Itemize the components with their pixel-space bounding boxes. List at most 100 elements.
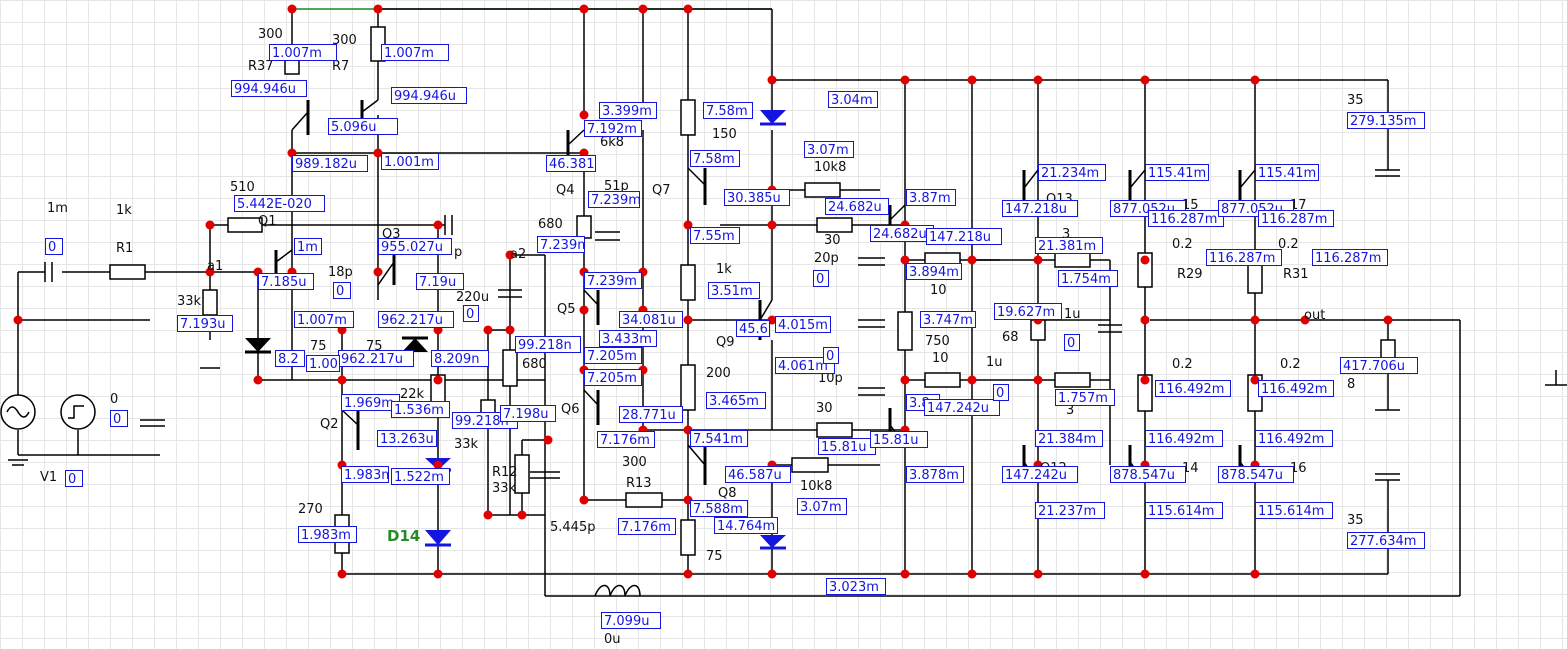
meter-readout[interactable]: 4.015m	[775, 316, 831, 333]
meter-readout[interactable]: 277.634m	[1347, 532, 1425, 549]
meter-readout[interactable]: 7.205m	[584, 347, 642, 364]
meter-readout[interactable]: 1.536m	[391, 401, 450, 418]
meter-readout[interactable]: 7.193u	[177, 315, 233, 332]
meter-readout[interactable]: 116.287m	[1148, 210, 1224, 227]
meter-readout[interactable]: 3.433m	[599, 330, 657, 347]
meter-readout[interactable]: 28.771u	[619, 406, 683, 423]
meter-readout[interactable]: 962.217u	[338, 350, 414, 367]
meter-readout[interactable]: 1.007m	[294, 311, 354, 328]
meter-readout[interactable]: 147.242u	[1002, 466, 1078, 483]
meter-readout[interactable]: 116.287m	[1206, 249, 1282, 266]
meter-readout[interactable]: 1.00	[306, 355, 340, 372]
meter-readout[interactable]: 115.41m	[1255, 164, 1319, 181]
meter-readout[interactable]: 279.135m	[1347, 112, 1425, 129]
meter-readout[interactable]: 962.217u	[378, 311, 454, 328]
meter-readout[interactable]: 116.492m	[1255, 430, 1333, 447]
meter-readout[interactable]: 955.027u	[378, 238, 452, 255]
meter-readout[interactable]: 115.614m	[1255, 502, 1333, 519]
meter-readout[interactable]: 147.218u	[926, 228, 1002, 245]
meter-readout[interactable]: 116.492m	[1258, 380, 1334, 397]
meter-readout[interactable]: 115.41m	[1145, 164, 1209, 181]
meter-readout[interactable]: 116.492m	[1155, 380, 1231, 397]
meter-readout[interactable]: 1.983m	[298, 526, 357, 543]
meter-readout[interactable]: 99.218n	[515, 336, 581, 353]
meter-readout[interactable]: 14.764m	[714, 517, 778, 534]
meter-readout[interactable]: 7.239m	[584, 272, 642, 289]
meter-readout[interactable]: 1.754m	[1058, 270, 1118, 287]
meter-readout[interactable]: 147.218u	[1002, 200, 1078, 217]
meter-readout[interactable]: 3.07m	[797, 498, 847, 515]
meter-readout[interactable]: 116.287m	[1312, 249, 1388, 266]
meter-readout[interactable]: 45.6	[736, 320, 770, 337]
meter-readout[interactable]: 3.07m	[804, 141, 854, 158]
meter-readout[interactable]: 24.682u	[870, 225, 934, 242]
meter-readout[interactable]: 3.878m	[906, 466, 964, 483]
meter-readout[interactable]: 21.384m	[1035, 430, 1103, 447]
meter-readout[interactable]: 7.239m	[537, 236, 585, 253]
meter-readout[interactable]: 3.87m	[906, 189, 956, 206]
meter-readout[interactable]: 3.894m	[906, 263, 962, 280]
meter-readout[interactable]: 1.001m	[381, 153, 439, 170]
meter-readout[interactable]: 3.023m	[826, 578, 886, 595]
meter-readout[interactable]: 5.442E-020	[234, 195, 325, 212]
meter-readout[interactable]: 7.19u	[416, 273, 464, 290]
meter-readout[interactable]: 46.587u	[725, 466, 791, 483]
meter-readout[interactable]: 3.04m	[828, 91, 878, 108]
meter-readout[interactable]: 0	[45, 238, 63, 255]
meter-readout[interactable]: 13.263u	[377, 430, 437, 447]
meter-readout[interactable]: 3.747m	[920, 311, 976, 328]
meter-readout[interactable]: 0	[823, 347, 839, 364]
meter-readout[interactable]: 7.185u	[258, 273, 314, 290]
meter-readout[interactable]: 7.588m	[690, 500, 748, 517]
meter-readout[interactable]: 3.465m	[706, 392, 766, 409]
meter-readout[interactable]: 7.176m	[597, 431, 655, 448]
meter-readout[interactable]: 7.58m	[703, 102, 753, 119]
meter-readout[interactable]: 7.239m	[588, 191, 640, 208]
meter-readout[interactable]: 1.983m	[341, 466, 389, 483]
meter-readout[interactable]: 878.547u	[1110, 466, 1186, 483]
meter-readout[interactable]: 1.007m	[381, 44, 449, 61]
meter-readout[interactable]: 989.182u	[292, 155, 368, 172]
meter-readout[interactable]: 1m	[294, 238, 322, 255]
meter-readout[interactable]: 0	[813, 270, 829, 287]
meter-readout[interactable]: 994.946u	[391, 87, 467, 104]
meter-readout[interactable]: 0	[110, 410, 128, 427]
meter-readout[interactable]: 24.682u	[825, 198, 889, 215]
meter-readout[interactable]: 0	[993, 384, 1009, 401]
meter-readout[interactable]: 116.492m	[1145, 430, 1223, 447]
meter-readout[interactable]: 34.081u	[619, 311, 683, 328]
meter-readout[interactable]: 147.242u	[924, 399, 1000, 416]
meter-readout[interactable]: 7.176m	[618, 518, 676, 535]
meter-readout[interactable]: 7.205m	[584, 369, 642, 386]
meter-readout[interactable]: 7.58m	[690, 150, 740, 167]
meter-readout[interactable]: 5.096u	[328, 118, 398, 135]
meter-readout[interactable]: 7.099u	[601, 612, 661, 629]
meter-readout[interactable]: 15.81u	[870, 431, 928, 448]
meter-readout[interactable]: 1.522m	[391, 468, 450, 485]
meter-readout[interactable]: 994.946u	[231, 80, 307, 97]
meter-readout[interactable]: 1.969m	[341, 394, 400, 411]
meter-readout[interactable]: 8.2	[275, 350, 305, 367]
meter-readout[interactable]: 115.614m	[1145, 502, 1223, 519]
meter-readout[interactable]: 3.399m	[599, 102, 657, 119]
meter-readout[interactable]: 3.51m	[708, 282, 760, 299]
meter-readout[interactable]: 30.385u	[724, 189, 790, 206]
meter-readout[interactable]: 8.209n	[431, 350, 489, 367]
meter-readout[interactable]: 0	[65, 470, 83, 487]
meter-readout[interactable]: 4.061m	[775, 357, 835, 374]
meter-readout[interactable]: 46.381	[546, 155, 596, 172]
meter-readout[interactable]: 878.547u	[1218, 466, 1294, 483]
meter-readout[interactable]: 7.541m	[690, 430, 748, 447]
meter-readout[interactable]: 116.287m	[1258, 210, 1334, 227]
meter-readout[interactable]: 0	[463, 305, 479, 322]
meter-readout[interactable]: 0	[333, 282, 351, 299]
meter-readout[interactable]: 21.237m	[1035, 502, 1105, 519]
meter-readout[interactable]: 21.381m	[1035, 237, 1103, 254]
meter-readout[interactable]: 417.706u	[1340, 357, 1418, 374]
meter-readout[interactable]: 0	[1064, 334, 1080, 351]
meter-readout[interactable]: 15.81u	[818, 438, 876, 455]
meter-readout[interactable]: 21.234m	[1038, 164, 1106, 181]
meter-readout[interactable]: 1.007m	[269, 44, 337, 61]
